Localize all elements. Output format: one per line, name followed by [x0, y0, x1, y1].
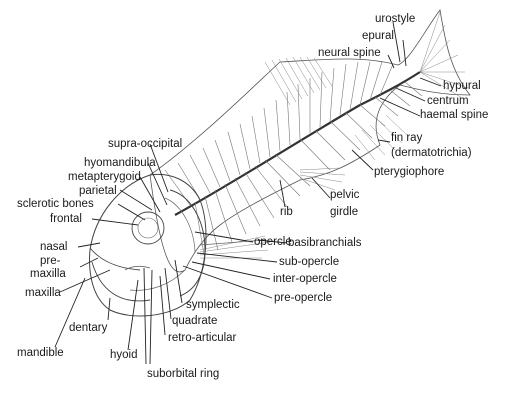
- leader-pre-maxilla: [79, 257, 99, 268]
- label-pelvic: pelvic: [330, 189, 360, 201]
- label-dermatotrichia: (dermatotrichia): [391, 147, 472, 159]
- label-haemal-spine: haemal spine: [420, 109, 488, 121]
- label-supra-occipital: supra-occipital: [108, 138, 182, 150]
- leader-frontal: [91, 218, 139, 226]
- label-rib: rib: [280, 206, 293, 218]
- suborbital-bones: [124, 265, 151, 271]
- label-hyoid: hyoid: [110, 349, 138, 361]
- leader-supra-occipital: [149, 143, 169, 193]
- leader-inter-opercle: [191, 261, 271, 280]
- leader-suborbital-ring-a: [143, 267, 147, 365]
- leader-symplectic: [174, 259, 183, 304]
- label-neural-spine: neural spine: [318, 47, 381, 59]
- label-maxilla-pre: maxilla: [30, 268, 66, 280]
- labels: urostyle epural neural spine hypural cen…: [17, 13, 488, 380]
- label-suborbital-ring: suborbital ring: [147, 368, 219, 380]
- leader-urostyle: [392, 21, 401, 63]
- leader-opercle: [194, 231, 254, 243]
- label-symplectic: symplectic: [186, 299, 240, 311]
- leader-epural: [402, 39, 407, 67]
- leader-nasal: [77, 242, 101, 248]
- label-parietal: parietal: [79, 185, 117, 197]
- leader-metapterygoid: [139, 176, 161, 213]
- operculum-inner: [164, 197, 196, 253]
- label-sub-opercle: sub-opercle: [279, 256, 339, 268]
- leader-hyoid: [127, 279, 139, 351]
- leader-basibranchials: [257, 239, 288, 244]
- label-pre: pre-: [40, 255, 61, 267]
- dorsal-fin: [264, 56, 333, 106]
- label-nasal: nasal: [40, 241, 68, 253]
- leader-hypural: [419, 77, 442, 87]
- neural-spines: [164, 61, 394, 206]
- label-retro-articular: retro-articular: [168, 332, 237, 344]
- jaw-upper: [89, 247, 141, 271]
- label-frontal: frontal: [50, 213, 82, 225]
- label-dentary: dentary: [69, 322, 108, 334]
- anal-fin: [354, 114, 409, 161]
- label-centrum: centrum: [427, 95, 469, 107]
- leader-rib: [279, 179, 286, 208]
- skeleton-drawing: [89, 9, 471, 317]
- label-sclerotic-bones: sclerotic bones: [17, 198, 94, 210]
- label-metapterygoid: metapterygoid: [68, 171, 141, 183]
- leader-dentary: [107, 297, 111, 321]
- leader-centrum: [395, 87, 426, 102]
- label-pterygiophore: pterygiophore: [374, 166, 444, 178]
- leader-sclerotic-bones: [117, 203, 146, 221]
- label-urostyle: urostyle: [375, 13, 415, 25]
- sclerotic-ring: [137, 217, 159, 239]
- label-fin-ray: fin ray: [391, 132, 423, 144]
- vertebral-column: [174, 71, 421, 216]
- leader-parietal: [119, 189, 153, 211]
- leader-neural-spine: [387, 54, 395, 69]
- label-mandible: mandible: [17, 347, 64, 359]
- label-basibranchials: basibranchials: [288, 237, 362, 249]
- jaw-lower: [91, 261, 151, 302]
- leader-pelvic-girdle: [311, 177, 331, 199]
- body-outline: [149, 9, 471, 273]
- label-girdle: girdle: [330, 206, 358, 218]
- label-inter-opercle: inter-opercle: [273, 273, 337, 285]
- leader-fin-ray: [377, 139, 391, 143]
- ribs: [194, 81, 423, 261]
- hyoid-bar: [129, 269, 186, 291]
- caudal-fin: [419, 11, 469, 99]
- leader-mandible: [54, 277, 86, 348]
- leader-haemal-spine: [379, 97, 421, 117]
- basibranchial-bar: [199, 239, 266, 246]
- leader-retro-articular: [159, 275, 166, 336]
- leader-quadrate: [164, 267, 172, 320]
- label-hypural: hypural: [443, 80, 481, 92]
- leader-hyomandibula: [147, 162, 168, 206]
- label-opercle: opercle: [254, 236, 292, 248]
- label-pre-opercle: pre-opercle: [274, 292, 332, 304]
- orbit: [131, 211, 165, 245]
- operculum: [169, 189, 206, 297]
- label-epural: epural: [362, 30, 394, 42]
- leader-pre-opercle: [182, 265, 273, 299]
- leader-maxilla: [59, 269, 111, 293]
- label-hyomandibula: hyomandibula: [84, 157, 156, 169]
- pelvic-fin: [299, 167, 346, 191]
- leader-pterygiophore: [351, 149, 374, 171]
- leader-lines: [54, 21, 442, 365]
- leader-sub-opercle: [196, 252, 278, 263]
- label-quadrate: quadrate: [172, 315, 217, 327]
- leader-suborbital-ring-b: [149, 269, 153, 365]
- skull-outline: [89, 173, 207, 317]
- label-maxilla: maxilla: [25, 287, 61, 299]
